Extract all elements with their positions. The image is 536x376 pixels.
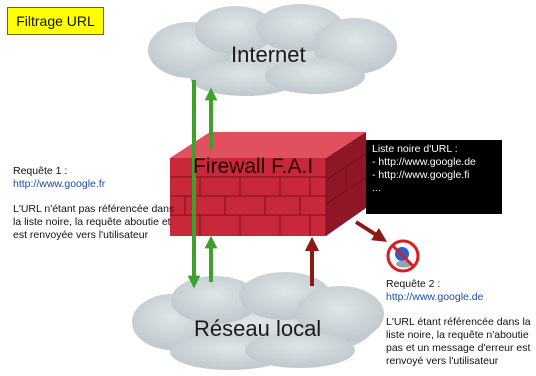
firewall-wall [170, 132, 367, 236]
local-network-label: Réseau local [194, 316, 322, 341]
request2-panel: Requête 2 : http://www.google.de L'URL é… [386, 278, 534, 368]
request1-url: http://www.google.fr [13, 178, 106, 190]
diagram-title: Filtrage URL [7, 7, 104, 35]
firewall-label: Firewall F.A.I [193, 155, 314, 178]
request2-description: L'URL étant référencée dans la liste noi… [386, 316, 531, 367]
request2-url: http://www.google.de [386, 291, 484, 303]
request2-arrow-blocked [354, 220, 388, 242]
internet-cloud [148, 4, 397, 96]
internet-label: Internet [231, 42, 306, 67]
forbidden-icon [386, 239, 420, 273]
request1-heading: Requête 1 : [13, 165, 68, 177]
request1-description: L'URL n'étant pas référencée dans la lis… [13, 203, 175, 241]
blacklist-item: - http://www.google.de [372, 156, 476, 168]
request1-panel: Requête 1 : http://www.google.fr L'URL n… [13, 165, 183, 242]
blacklist-item: - http://www.google.fi [372, 169, 470, 181]
blacklist-heading: Liste noire d'URL : [372, 143, 458, 155]
request2-heading: Requête 2 : [386, 278, 441, 290]
blacklist-item: ... [372, 182, 381, 194]
blacklist-box: Liste noire d'URL : - http://www.google.… [366, 140, 502, 214]
